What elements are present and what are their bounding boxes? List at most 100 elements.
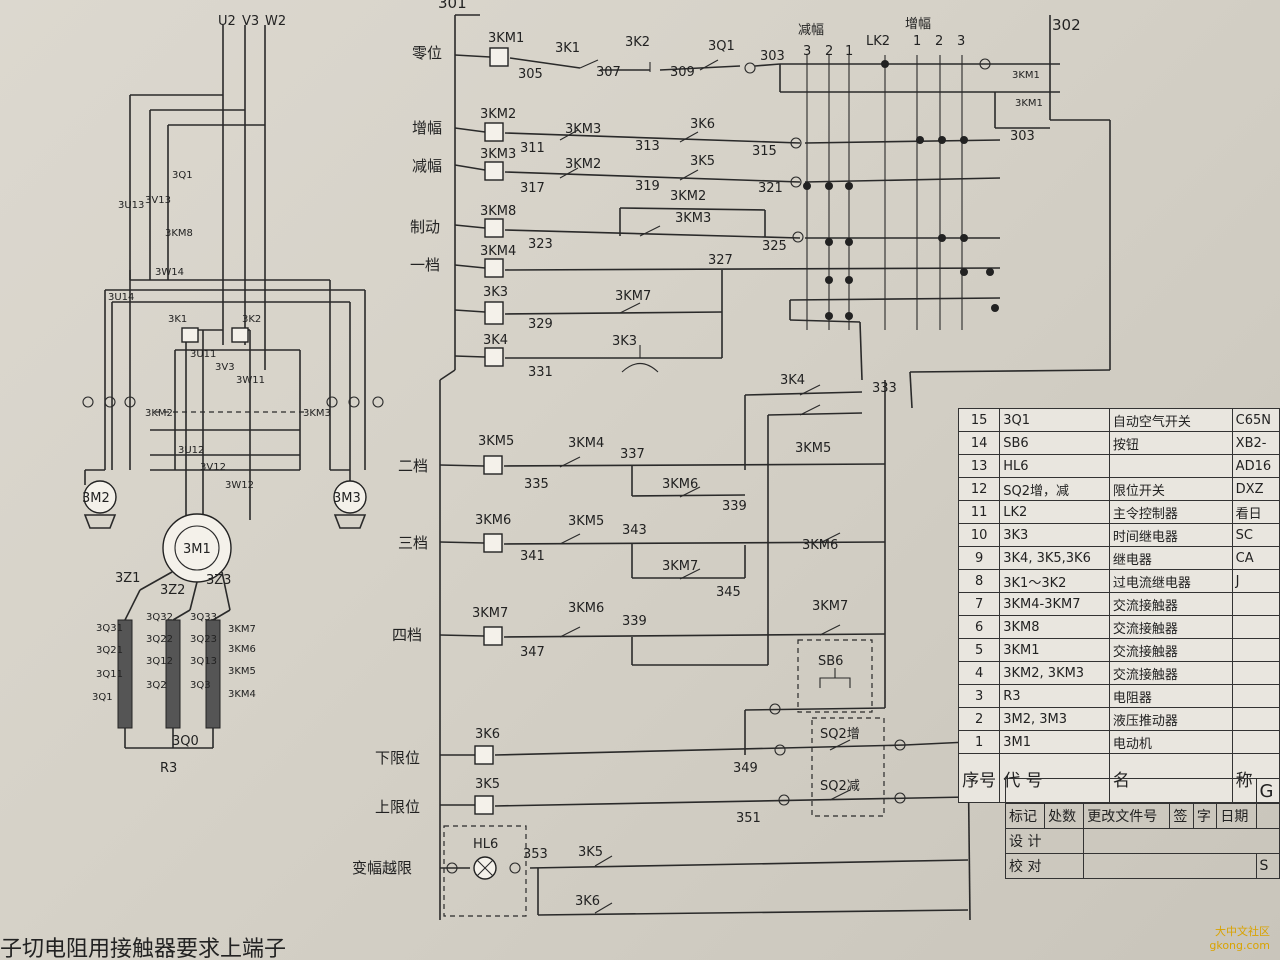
- contact-3km6-g3: 3KM6: [802, 538, 838, 553]
- parts-cell-name: 电阻器: [1108, 684, 1233, 708]
- contacts: [559, 129, 851, 801]
- res-left-1: 3Q31: [96, 623, 123, 634]
- node-313: 313: [635, 139, 660, 154]
- node-335: 335: [524, 477, 549, 492]
- parts-cell-n: 5: [957, 638, 1001, 662]
- coil-3km3: [484, 161, 504, 181]
- parts-cell-code: 3K4, 3K5,3K6: [999, 546, 1110, 570]
- sb6-box: [797, 639, 873, 713]
- controller-inc-pos-1: 1: [913, 34, 921, 49]
- contact-3km1-b: 3KM1: [1015, 98, 1043, 109]
- phase-w-label: W2: [265, 14, 286, 29]
- parts-cell-name: 继电器: [1108, 546, 1233, 570]
- res-mid-2: 3Q22: [146, 634, 173, 645]
- contact-3k2: 3K2: [625, 35, 650, 50]
- parts-cell-name: 限位开关: [1108, 477, 1233, 501]
- contact-3k4: 3K4: [780, 373, 805, 388]
- res-left-3: 3Q11: [96, 669, 123, 680]
- watermark: 大中文社区 gkong.com: [1209, 923, 1270, 952]
- node-325: 325: [762, 239, 787, 254]
- parts-cell-n: 15: [957, 408, 1001, 432]
- node-343: 343: [622, 523, 647, 538]
- controller-lk-label: LK2: [866, 34, 890, 49]
- coil-label-3km3: 3KM3: [480, 147, 516, 162]
- title-block-row-2: 设 计: [1004, 828, 1280, 854]
- contact-3km7-g3: 3KM7: [662, 559, 698, 574]
- labels: 301 302 U2 V3 W2 零位 增幅 减幅 制动 一档 二档 三档 四档…: [0, 0, 1081, 960]
- contact-3k5-over: 3K5: [578, 845, 603, 860]
- parts-cell-code: LK2: [999, 500, 1110, 524]
- node-317: 317: [520, 181, 545, 196]
- res-mid2-4: 3Q3: [190, 680, 211, 691]
- contact-3km1-a: 3KM1: [1012, 70, 1040, 81]
- coil-label-3km2: 3KM2: [480, 107, 516, 122]
- coils: [443, 47, 885, 917]
- coil-3km7: [483, 626, 503, 646]
- parts-cell-n: 2: [957, 707, 1001, 731]
- parts-cell-name: 交流接触器: [1108, 661, 1233, 685]
- contact-3k6: 3K6: [690, 117, 715, 132]
- res-right-3: 3KM5: [228, 666, 256, 677]
- motor-label-3m1: 3M1: [183, 542, 211, 557]
- coil-3km6: [483, 533, 503, 553]
- parts-cell-name: [1108, 454, 1233, 478]
- motor-3m2: [83, 480, 117, 514]
- tb-sign: 签: [1169, 803, 1194, 829]
- parts-cell-name: 过电流继电器: [1108, 569, 1233, 593]
- node-327: 327: [708, 253, 733, 268]
- contact-3km5: 3KM5: [795, 441, 831, 456]
- node-303-b: 303: [1010, 129, 1035, 144]
- power-small-3u11: 3U11: [190, 349, 216, 360]
- row-label-g1: 一档: [410, 256, 440, 274]
- node-311: 311: [520, 141, 545, 156]
- parts-cell-model: [1231, 638, 1280, 662]
- parts-cell-code: 3KM8: [999, 615, 1110, 639]
- parts-cell-name: 交流接触器: [1108, 615, 1233, 639]
- node-315: 315: [752, 144, 777, 159]
- controller-dec-pos-3: 3: [803, 44, 811, 59]
- coil-3k3: [484, 301, 504, 325]
- res-left-4: 3Q1: [92, 692, 113, 703]
- coil-label-3k5: 3K5: [475, 777, 500, 792]
- row-label-over: 变幅越限: [352, 859, 412, 877]
- parts-cell-model: [1231, 592, 1280, 616]
- power-3k1: 3K1: [168, 314, 187, 325]
- parts-cell-model: SC: [1231, 523, 1280, 547]
- coil-label-3km7: 3KM7: [472, 606, 508, 621]
- power-3z2: 3Z2: [160, 583, 185, 598]
- res-right-4: 3KM4: [228, 689, 256, 700]
- parts-cell-name: 时间继电器: [1108, 523, 1233, 547]
- power-3km2: 3KM2: [145, 408, 173, 419]
- parts-cell-n: 6: [957, 615, 1001, 639]
- coil-3km1: [489, 47, 509, 67]
- limit-sq2-dec: SQ2减: [820, 779, 860, 794]
- controller-inc-label: 增幅: [905, 17, 931, 32]
- parts-cell-code: 3KM2, 3KM3: [999, 661, 1110, 685]
- parts-cell-model: CA: [1231, 546, 1280, 570]
- motor-label-3m2: 3M2: [82, 491, 110, 506]
- power-small-3u14: 3U14: [108, 292, 134, 303]
- title-g-mark: G: [1255, 778, 1280, 804]
- power-small-3v12: 3V12: [200, 462, 226, 473]
- row-label-dec: 减幅: [412, 157, 442, 175]
- parts-cell-n: 4: [957, 661, 1001, 685]
- tb-check: 校 对: [1004, 853, 1085, 879]
- power-small-3u13: 3U13: [118, 200, 144, 211]
- contact-3km7: 3KM7: [615, 289, 651, 304]
- controller-inc-pos-3: 3: [957, 34, 965, 49]
- title-block-spacer: G: [1005, 778, 1280, 804]
- hl6-box: [443, 825, 527, 917]
- control-bus: [439, 14, 1111, 921]
- row-label-zero: 零位: [412, 44, 442, 62]
- coil-3km2: [484, 122, 504, 142]
- contact-3km6: 3KM6: [662, 477, 698, 492]
- power-3km3: 3KM3: [303, 408, 331, 419]
- contact-3k6-over: 3K6: [575, 894, 600, 909]
